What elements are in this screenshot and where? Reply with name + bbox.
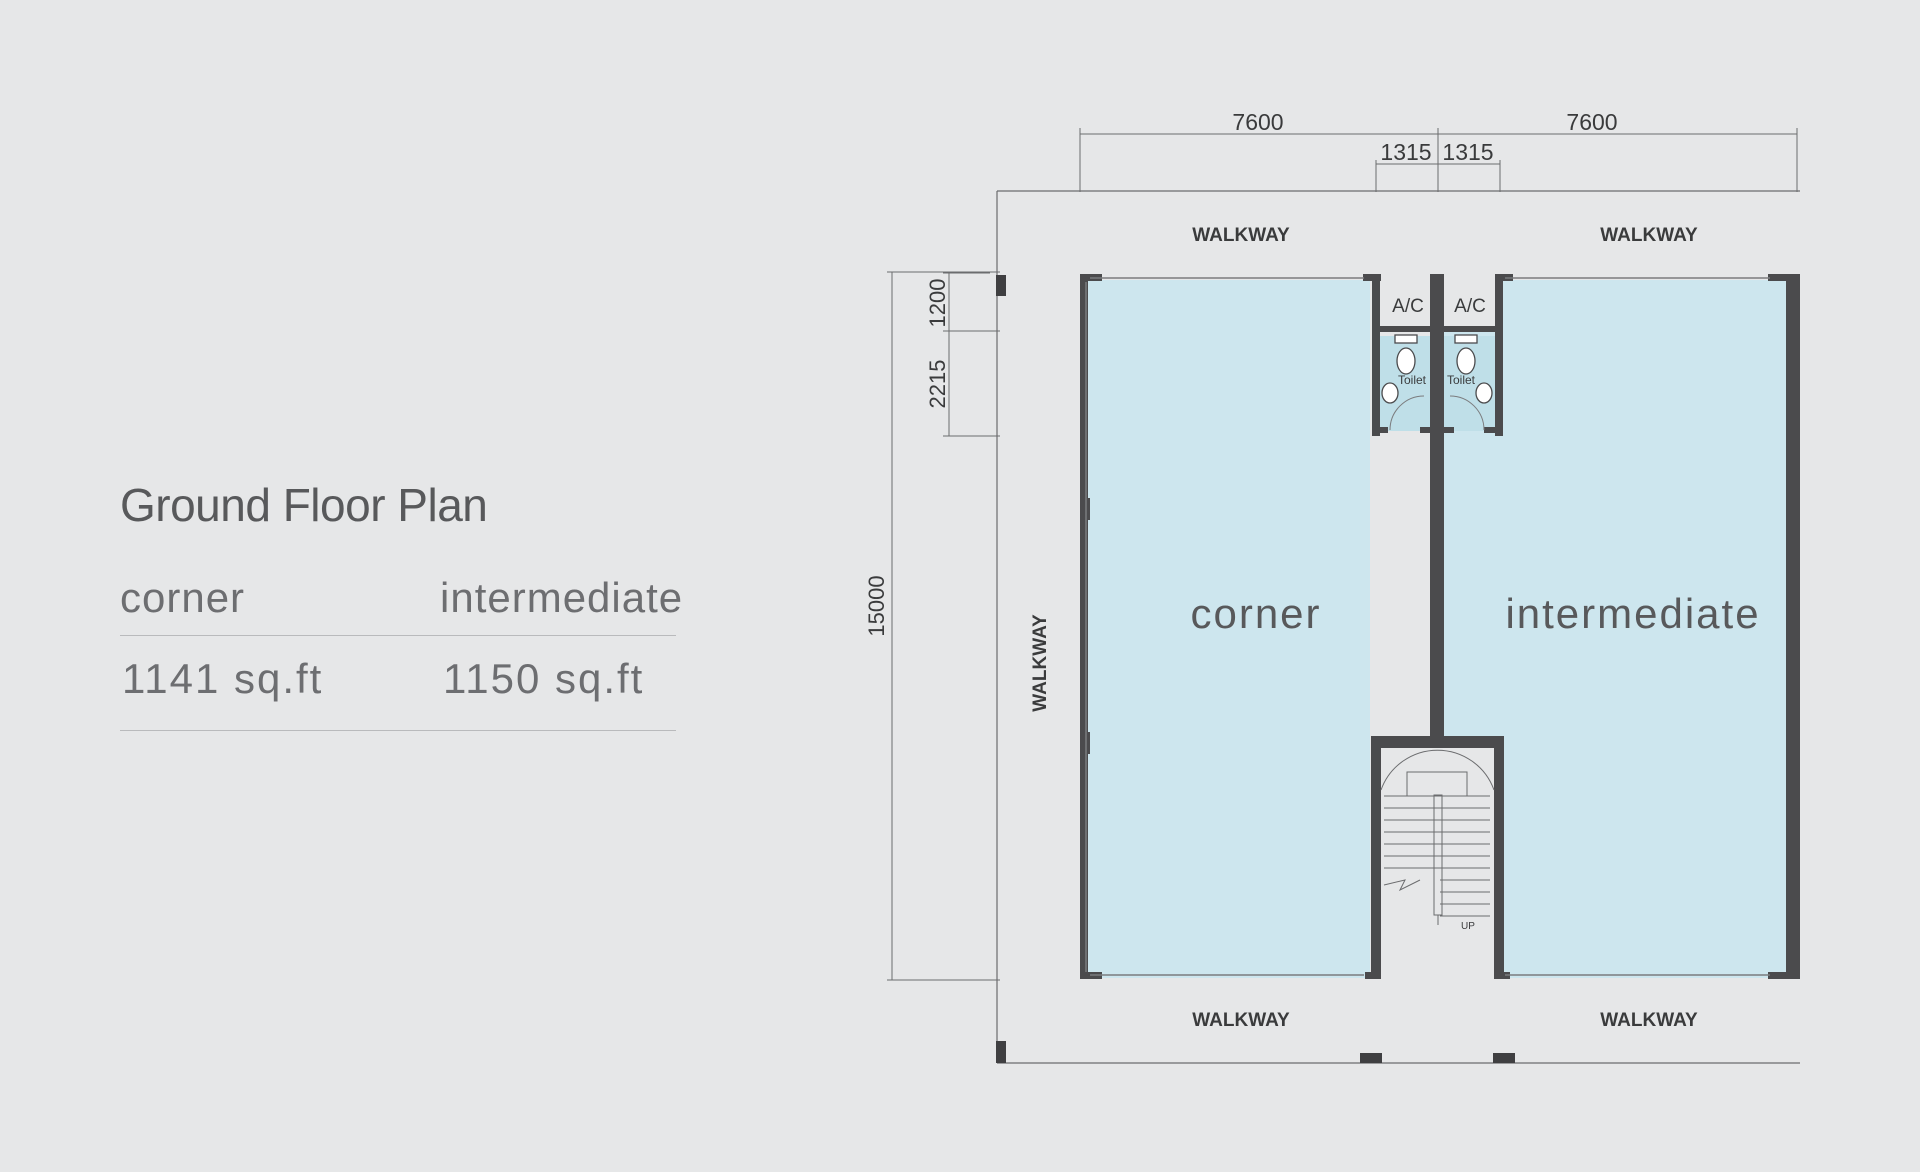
toilet-icon [1394,334,1478,375]
dim-top-right: 7600 [1566,109,1617,135]
stair-up-label: UP [1461,921,1475,932]
walkway-label-side: WALKWAY [1030,614,1051,712]
dim-top-left: 7600 [1232,109,1283,135]
staircase [1380,749,1495,925]
toilet-label-right: Toilet [1447,373,1476,387]
sink-icon [1381,382,1493,404]
page-title: Ground Floor Plan [120,479,488,531]
dim-inner-right: 1315 [1442,139,1493,165]
dim-side-a: 1200 [925,279,950,328]
area-intermediate: 1150 sq.ft [443,655,645,702]
unit-corner-floor [1084,280,1370,978]
table-divider-bottom [120,730,676,731]
toilet-label-left: Toilet [1398,373,1427,387]
dimension-lines-left [887,271,1000,981]
walls [1080,274,1800,979]
walkway-label-bottom-left: WALKWAY [1192,1010,1290,1031]
stair-area [1377,745,1495,978]
site-boundary [996,190,1800,1064]
dim-side-total: 15000 [864,575,889,636]
walkway-label-top-right: WALKWAY [1600,225,1698,246]
door-swing [1389,395,1485,431]
unit-label-corner: corner [1190,590,1321,637]
window-lines [1085,277,1770,976]
unit-label-intermediate: intermediate [1505,590,1760,637]
ac-label-right: A/C [1454,296,1486,317]
dimension-lines-top [1079,128,1798,192]
walkway-label-bottom-right: WALKWAY [1600,1010,1698,1031]
ac-room-left [1380,280,1431,330]
ac-label-left: A/C [1392,296,1424,317]
column-header-corner: corner [120,574,246,621]
boundary-posts [996,275,1515,1063]
dim-side-b: 2215 [925,360,950,409]
table-divider [120,635,676,636]
area-corner: 1141 sq.ft [122,655,324,702]
unit-intermediate-floor [1488,280,1793,978]
dim-inner-left: 1315 [1380,139,1431,165]
column-header-intermediate: intermediate [440,574,684,621]
walkway-label-top-left: WALKWAY [1192,225,1290,246]
ac-room-right [1444,280,1495,330]
